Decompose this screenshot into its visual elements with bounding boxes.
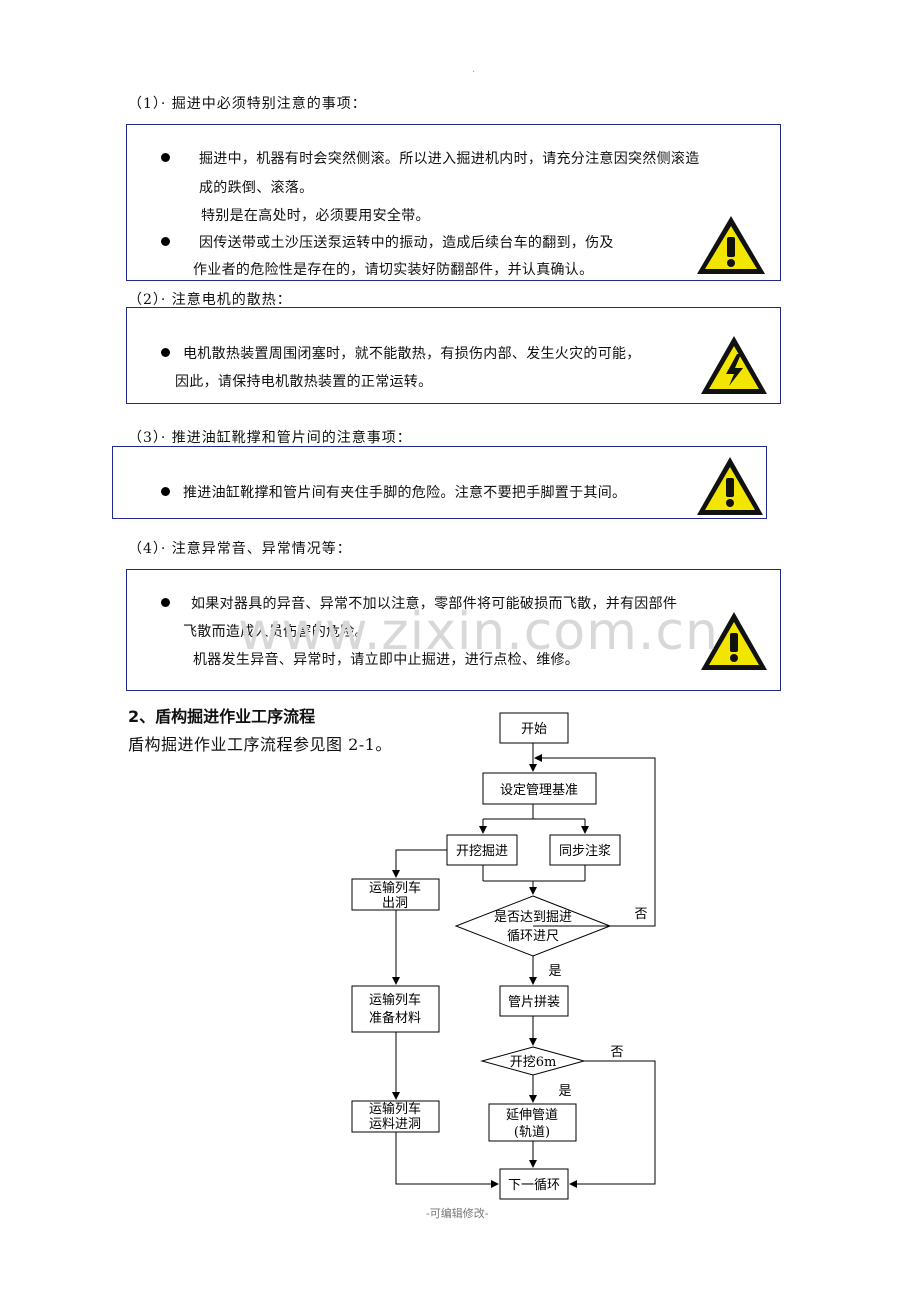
flow-decision-advance-label-2: 循环进尺 bbox=[507, 929, 559, 944]
flow-segment-label: 管片拼装 bbox=[508, 995, 560, 1010]
watermark: www.zixin.com.cn bbox=[238, 602, 719, 662]
bullet bbox=[161, 348, 170, 357]
flow-segment-box bbox=[499, 985, 569, 1017]
section-4-title: （4）· 注意异常音、异常情况等： bbox=[128, 541, 352, 557]
bullet bbox=[161, 237, 170, 246]
section-3-line-1: 推进油缸靴撑和管片间有夹住手脚的危险。注意不要把手脚置于其间。 bbox=[183, 485, 627, 501]
flow-next-cycle-box bbox=[499, 1168, 569, 1200]
flow-set-baseline-label: 设定管理基准 bbox=[500, 783, 578, 798]
flow-extend-label-1: 延伸管道 bbox=[506, 1108, 558, 1123]
warning-exclamation-icon bbox=[697, 457, 763, 515]
section-1-line-3: 特别是在高处时，必须要用安全带。 bbox=[201, 208, 430, 224]
flow-start-label: 开始 bbox=[521, 722, 547, 737]
flow-train-prep-label-1: 运输列车 bbox=[369, 992, 421, 1008]
section-4-line-2: 飞散而造成人员伤害的危险。 bbox=[183, 624, 369, 640]
section-4-line-1: 如果对器具的异音、异常不加以注意，零部件将可能破损而飞散，并有因部件 bbox=[191, 596, 678, 612]
section-3-box: 推进油缸靴撑和管片间有夹住手脚的危险。注意不要把手脚置于其间。 bbox=[112, 446, 767, 519]
bullet bbox=[161, 153, 170, 162]
flow-train-in-label-1: 运输列车 bbox=[369, 1101, 421, 1117]
warning-exclamation-icon bbox=[701, 612, 767, 670]
warning-exclamation-icon bbox=[697, 216, 765, 274]
section-4-line-3: 机器发生异音、异常时，请立即中止掘进，进行点检、维修。 bbox=[193, 652, 580, 668]
bullet bbox=[161, 598, 170, 607]
header-mark: . bbox=[472, 64, 476, 75]
section-1-line-2: 成的跌倒、滚落。 bbox=[199, 180, 314, 196]
flow-no-label: 否 bbox=[634, 907, 647, 922]
flow-next-cycle-label: 下一循环 bbox=[508, 1178, 560, 1193]
section-1-line-4: 因传送带或土沙压送泵运转中的振动，造成后续台车的翻到，伤及 bbox=[199, 235, 614, 251]
flow-set-baseline-box bbox=[482, 772, 597, 805]
flow-decision-6m-label: 开挖6m bbox=[510, 1055, 557, 1070]
section-1-box: 掘进中，机器有时会突然侧滚。所以进入掘进机内时，请充分注意因突然侧滚造 成的跌倒… bbox=[126, 124, 781, 281]
section-1-line-5: 作业者的危险性是存在的，请切实装好防翻部件，并认真确认。 bbox=[193, 262, 594, 278]
flow-decision-advance-label-1: 是否达到掘进 bbox=[494, 910, 572, 925]
flow-train-out-label-2: 出洞 bbox=[382, 896, 408, 911]
section-heading: 2、盾构掘进作业工序流程 bbox=[128, 707, 316, 726]
flow-grouting-label: 同步注浆 bbox=[559, 844, 611, 859]
section-2-box: 电机散热装置周围闭塞时，就不能散热，有损伤内部、发生火灾的可能， 因此，请保持电… bbox=[126, 307, 781, 404]
flow-yes-label: 是 bbox=[558, 1084, 571, 1099]
flow-train-out-label-1: 运输列车 bbox=[369, 880, 421, 896]
section-2-line-1: 电机散热装置周围闭塞时，就不能散热，有损伤内部、发生火灾的可能， bbox=[183, 346, 641, 362]
electric-hazard-icon bbox=[701, 336, 767, 394]
section-1-line-1: 掘进中，机器有时会突然侧滚。所以进入掘进机内时，请充分注意因突然侧滚造 bbox=[199, 151, 700, 167]
section-1-title: （1）· 掘进中必须特别注意的事项： bbox=[128, 96, 367, 112]
section-3-title: （3）· 推进油缸靴撑和管片间的注意事项： bbox=[128, 430, 412, 446]
bullet bbox=[161, 487, 170, 496]
page-footer: -可编辑修改- bbox=[426, 1207, 489, 1220]
section-2-line-2: 因此，请保持电机散热装置的正常运转。 bbox=[175, 374, 433, 390]
flow-train-prep-label-2: 准备材料 bbox=[369, 1010, 421, 1026]
section-4-box: 如果对器具的异音、异常不加以注意，零部件将可能破损而飞散，并有因部件 飞散而造成… bbox=[126, 569, 781, 691]
flow-extend-label-2: (轨道) bbox=[514, 1125, 550, 1140]
flow-start-box bbox=[499, 712, 569, 744]
flow-yes-label: 是 bbox=[548, 964, 561, 979]
section-intro: 盾构掘进作业工序流程参见图 2-1。 bbox=[128, 735, 392, 754]
flow-excavate-label: 开挖掘进 bbox=[456, 844, 508, 859]
section-2-title: （2）· 注意电机的散热： bbox=[128, 292, 292, 308]
flow-train-in-label-2: 运料进洞 bbox=[369, 1117, 421, 1132]
flow-no-label: 否 bbox=[610, 1045, 623, 1060]
